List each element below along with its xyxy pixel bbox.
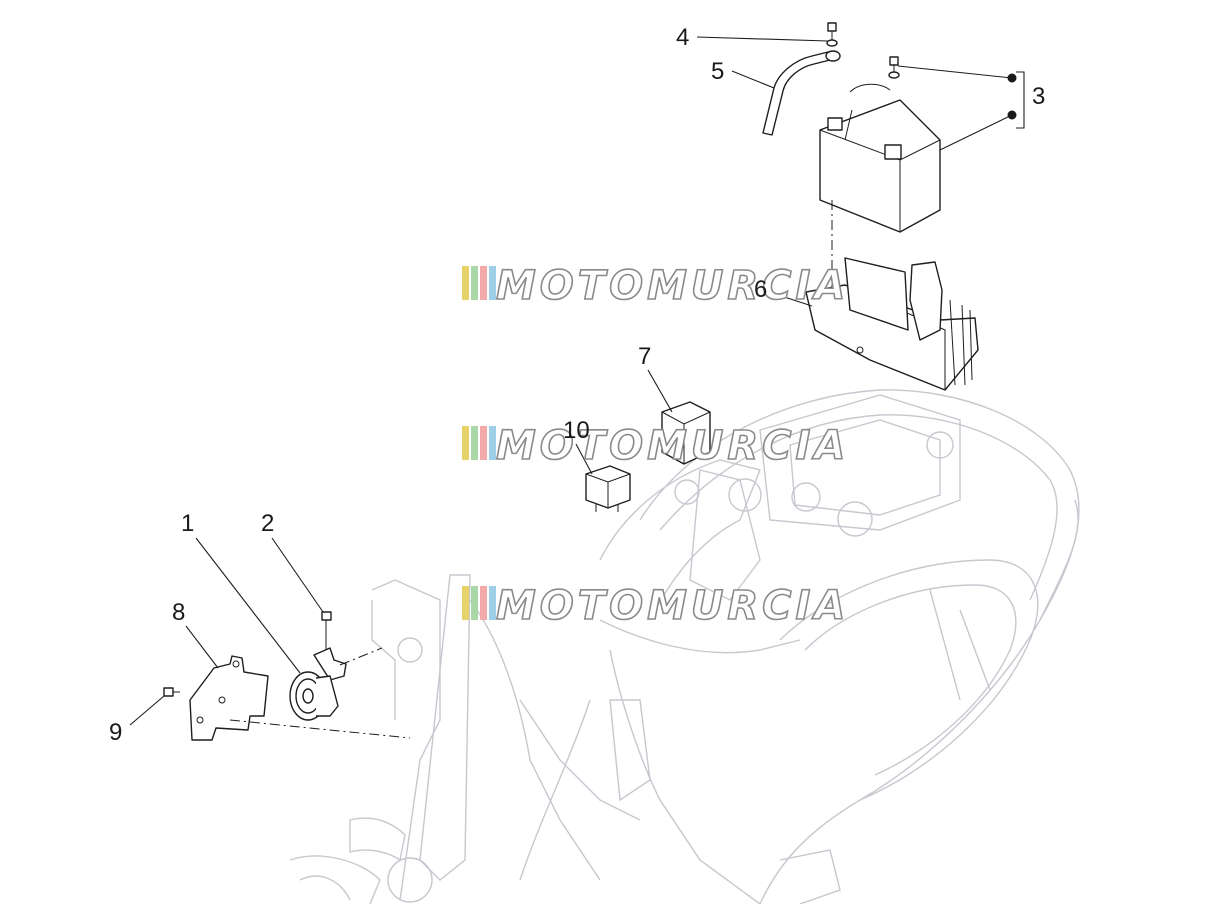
callout-2: 2	[261, 510, 274, 537]
callout-6: 6	[754, 276, 767, 303]
wm-stripe	[489, 426, 496, 460]
bullet-3b	[1007, 110, 1017, 120]
wm-stripe	[489, 586, 496, 620]
battery-tray	[805, 257, 979, 391]
watermark-text: MOTOMURCIA	[496, 423, 849, 469]
wm-stripe	[480, 586, 487, 620]
battery-cable	[762, 50, 841, 136]
callout-1: 1	[181, 510, 194, 537]
watermark-top: MOTOMURCIA	[462, 262, 849, 310]
horn	[289, 647, 347, 721]
callout-labels: 4 5 3 6 7 10 1 2 8 9	[109, 24, 1045, 746]
screw-4	[826, 22, 838, 47]
screw-9	[163, 687, 180, 697]
relay-10	[585, 465, 631, 512]
screw-2	[321, 611, 332, 640]
callout-9: 9	[109, 719, 122, 746]
watermark-text: MOTOMURCIA	[496, 263, 849, 309]
wm-stripe	[471, 586, 478, 620]
watermark-bottom: MOTOMURCIA	[462, 582, 849, 630]
callout-3: 3	[1032, 83, 1045, 110]
callout-5: 5	[711, 58, 724, 85]
watermark-text: MOTOMURCIA	[496, 583, 849, 629]
leader-lines	[129, 36, 1025, 726]
callout-7: 7	[638, 343, 651, 370]
wm-stripe	[489, 266, 496, 300]
relay-7	[661, 401, 711, 465]
wm-stripe	[480, 266, 487, 300]
horn-bracket	[189, 655, 269, 741]
horn-axis-line	[229, 719, 411, 739]
wm-stripe	[462, 266, 469, 300]
callout-4: 4	[676, 24, 689, 51]
callout-10: 10	[563, 417, 590, 444]
wm-stripe	[471, 426, 478, 460]
wm-stripe	[471, 266, 478, 300]
battery	[819, 83, 941, 233]
screw-axis-line	[325, 640, 383, 666]
wm-stripe	[480, 426, 487, 460]
scooter-body-frame	[289, 389, 1080, 904]
wm-stripe	[462, 586, 469, 620]
screw-3	[888, 56, 900, 79]
wm-stripe	[462, 426, 469, 460]
watermark-middle: MOTOMURCIA	[462, 422, 849, 470]
callout-8: 8	[172, 599, 185, 626]
bullet-3a	[1007, 73, 1017, 83]
